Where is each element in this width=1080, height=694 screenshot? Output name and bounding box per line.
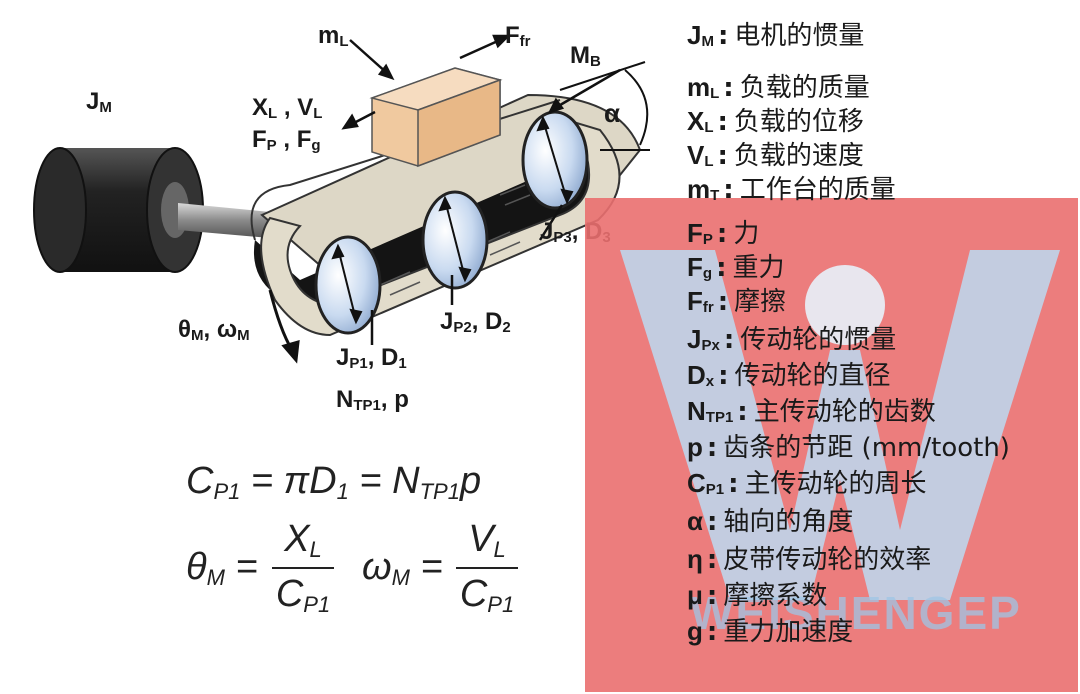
- legend-item: Ffr:摩擦: [687, 288, 786, 315]
- legend-colon: :: [706, 507, 718, 537]
- legend-symbol: p: [687, 432, 703, 462]
- legend-symbol: CP1: [687, 468, 725, 498]
- legend-symbol: FP: [687, 218, 713, 248]
- legend-description: 负载的位移: [733, 107, 864, 137]
- legend-item: CP1:主传动轮的周长: [687, 470, 927, 497]
- label-xl-vl: XL , VL: [252, 94, 323, 122]
- legend-symbol: mL: [687, 72, 720, 102]
- legend-description: 传动轮的惯量: [740, 325, 897, 355]
- legend-symbol: g: [687, 616, 703, 646]
- label-fp-fg: FP , Fg: [252, 126, 321, 154]
- legend-colon: :: [723, 73, 734, 103]
- legend-symbol: XL: [687, 106, 714, 136]
- legend-symbol: JM: [687, 20, 714, 50]
- legend-colon: :: [717, 21, 729, 51]
- legend-description: 主传动轮的周长: [744, 469, 927, 499]
- legend-item: α:轴向的角度: [687, 508, 853, 535]
- label-ntp1-p: NTP1, p: [336, 386, 409, 414]
- equation-theta-lhs: θM =: [186, 546, 258, 590]
- legend-colon: :: [706, 545, 718, 575]
- equation-omega-lhs: ωM =: [362, 546, 443, 590]
- legend-colon: :: [716, 253, 727, 283]
- legend-colon: :: [723, 325, 735, 355]
- motor: [33, 147, 204, 273]
- legend-item: Fg:重力: [687, 254, 784, 281]
- legend-item: JPx:传动轮的惯量: [687, 326, 896, 353]
- legend-symbol: μ: [687, 580, 703, 610]
- fraction-bar: [456, 567, 518, 569]
- label-ml: mL: [318, 22, 349, 50]
- legend-colon: :: [718, 361, 729, 391]
- legend-symbol: NTP1: [687, 396, 734, 426]
- legend-description: 重力: [732, 253, 785, 283]
- legend-colon: :: [728, 469, 739, 499]
- fraction-bar: [272, 567, 334, 569]
- label-ffr: Ffr: [505, 22, 531, 50]
- legend-symbol: α: [687, 506, 703, 536]
- legend-item: JM:电机的惯量: [687, 22, 864, 49]
- legend-description: 重力加速度: [723, 617, 854, 647]
- legend-description: 电机的惯量: [734, 21, 865, 51]
- legend-colon: :: [717, 287, 729, 317]
- legend-description: 摩擦: [734, 287, 787, 317]
- legend-colon: :: [717, 107, 728, 137]
- legend-description: 齿条的节距 (mm/tooth): [723, 433, 1010, 463]
- legend-item: η:皮带传动轮的效率: [687, 546, 931, 573]
- legend-item: XL:负载的位移: [687, 108, 864, 135]
- equation-omega-fraction: VL CP1: [456, 520, 518, 616]
- legend-item: mL:负载的质量: [687, 74, 870, 101]
- legend-item: g:重力加速度: [687, 618, 853, 645]
- legend-item: FP:力: [687, 220, 759, 247]
- legend-symbol: Ffr: [687, 286, 714, 316]
- legend-colon: :: [716, 219, 728, 249]
- legend-description: 皮带传动轮的效率: [723, 545, 932, 575]
- label-jp1-d1: JP1, D1: [336, 344, 407, 372]
- legend-description: 轴向的角度: [723, 507, 854, 537]
- legend-symbol: VL: [687, 140, 714, 170]
- legend-symbol: Dx: [687, 360, 715, 390]
- label-mb: MB: [570, 42, 601, 70]
- equation-circumference: CP1 = πD1 = NTP1p: [186, 460, 482, 504]
- legend-description: 负载的速度: [733, 141, 864, 171]
- label-jm: JM: [86, 88, 112, 116]
- legend-item: Dx:传动轮的直径: [687, 362, 891, 389]
- label-alpha: α: [604, 98, 620, 128]
- legend-colon: :: [723, 175, 734, 205]
- watermark-text: WEISHENGEP: [690, 587, 1022, 639]
- legend-item: mT:工作台的质量: [687, 176, 896, 203]
- legend-description: 工作台的质量: [739, 175, 896, 205]
- legend-item: NTP1:主传动轮的齿数: [687, 398, 936, 425]
- legend-item: μ:摩擦系数: [687, 582, 827, 609]
- legend-symbol: mT: [687, 174, 720, 204]
- motor-shaft: [178, 203, 270, 238]
- legend-colon: :: [737, 397, 748, 427]
- legend-description: 负载的质量: [739, 73, 870, 103]
- watermark-logo: [620, 250, 1060, 600]
- legend-description: 传动轮的直径: [734, 361, 891, 391]
- legend-item: p:齿条的节距 (mm/tooth): [687, 434, 1010, 461]
- legend-colon: :: [706, 433, 718, 463]
- label-jp2-d2: JP2, D2: [440, 308, 511, 336]
- legend-symbol: Fg: [687, 252, 713, 282]
- legend-symbol: JPx: [687, 324, 720, 354]
- label-theta-omega: θM, ωM: [178, 316, 250, 344]
- legend-symbol: η: [687, 544, 703, 574]
- legend-description: 主传动轮的齿数: [753, 397, 936, 427]
- load-block: [369, 67, 503, 168]
- legend-colon: :: [706, 617, 718, 647]
- legend-description: 摩擦系数: [723, 581, 828, 611]
- legend-description: 力: [733, 219, 760, 249]
- equation-theta-fraction: XL CP1: [272, 520, 334, 616]
- legend-colon: :: [717, 141, 728, 171]
- legend-item: VL:负载的速度: [687, 142, 864, 169]
- legend-colon: :: [706, 581, 718, 611]
